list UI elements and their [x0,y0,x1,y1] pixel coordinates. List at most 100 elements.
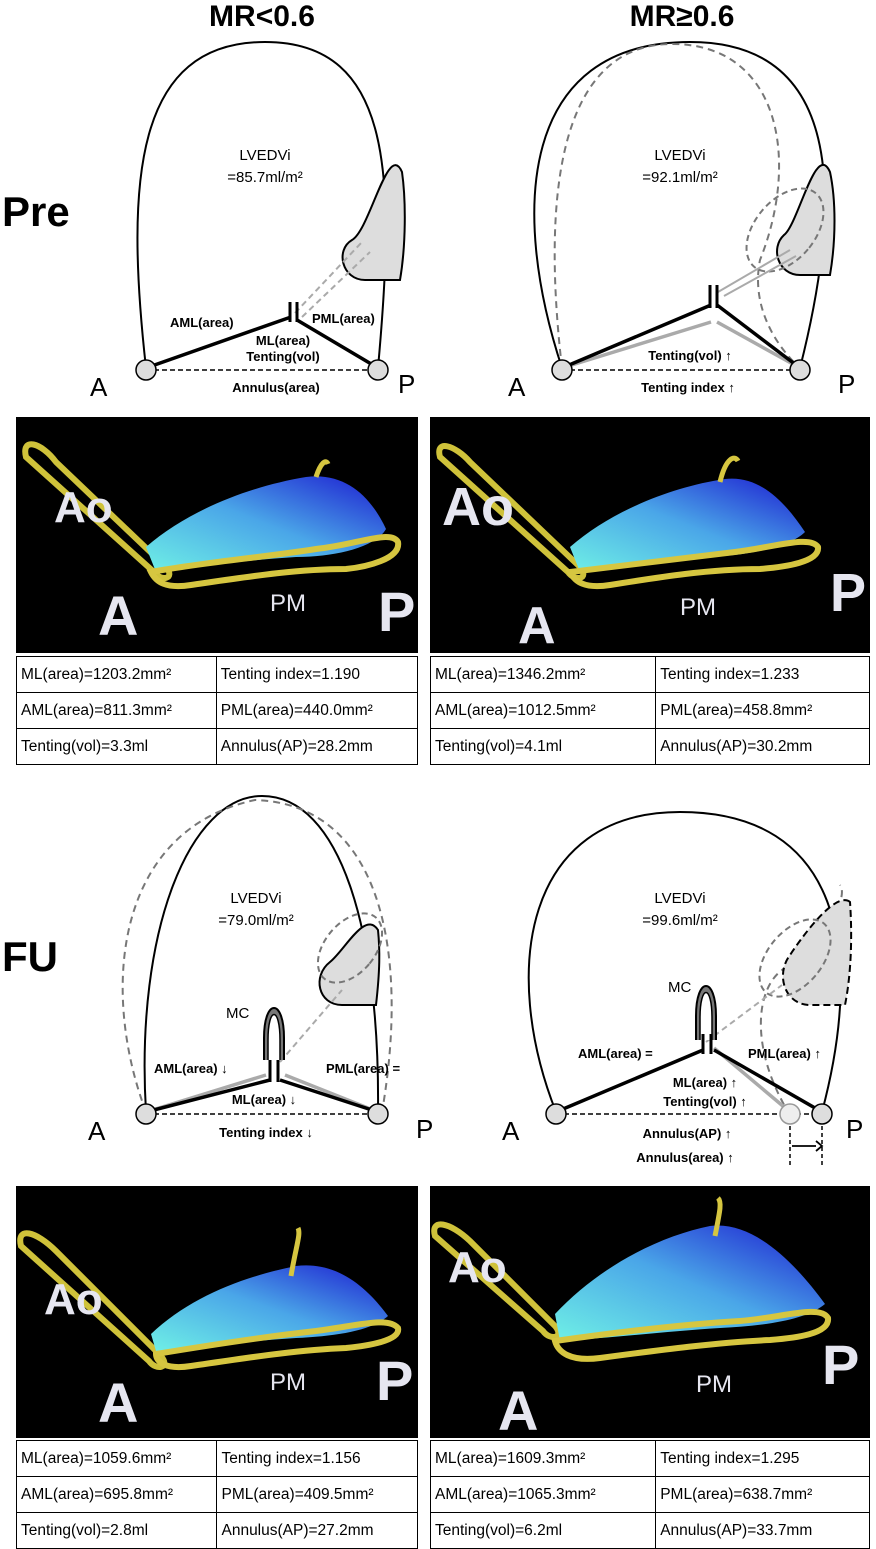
annulus-ring [565,538,821,590]
posterior-leaflet-line [713,1048,823,1114]
aml-label: AML(area) ↓ [154,1061,228,1076]
table-cell: Tenting(vol)=6.2ml [429,1512,657,1549]
lvedvi-label: LVEDVi [230,890,281,907]
table-row: AML(area)=811.3mm² PML(area)=440.0mm² [16,692,419,729]
table-row: AML(area)=1012.5mm² PML(area)=458.8mm² [429,692,870,729]
anterior-point-label: A [90,372,108,402]
table-cell: Tenting index=1.156 [216,1440,418,1477]
table-cell: AML(area)=695.8mm² [15,1476,218,1513]
table-row: Tenting(vol)=4.1ml Annulus(AP)=30.2mm [429,728,870,765]
posterior-annulus-point [789,359,811,381]
anterior-leaflet-line [145,1078,271,1114]
anterior-point-label: A [88,1116,106,1146]
table-cell: ML(area)=1609.3mm² [429,1440,657,1477]
table-row: ML(area)=1346.2mm² Tenting index=1.233 [429,656,870,693]
lvedvi-label: LVEDVi [239,147,290,164]
annulus-area-label: Annulus(area) ↑ [636,1150,734,1165]
table-cell: ML(area)=1203.2mm² [16,656,217,693]
aortic-root [318,923,381,1006]
table-row: ML(area)=1609.3mm² Tenting index=1.295 [429,1440,870,1477]
table-cell: PML(area)=440.0mm² [215,692,419,729]
baseline-anterior-leaflet [561,320,712,370]
papillary-muscle-label: PM [270,1369,306,1396]
lvedvi-value: =99.6ml/m² [642,912,717,929]
table-cell: ML(area)=1346.2mm² [429,656,657,693]
posterior-point-label: P [846,1114,863,1144]
pre-left-ventricle-diagram: LVEDVi =85.7ml/m² AML(area) PML(area) ML… [90,40,415,402]
fu-left-valve-render: Ao A PM P [16,1186,418,1438]
baseline-posterior-leaflet [716,320,801,370]
table-cell: Annulus(AP)=33.7mm [655,1512,870,1549]
posterior-leaflet-line [279,1078,379,1114]
anterior-annulus-point [551,359,573,381]
annulus-label: Annulus(area) [232,380,319,395]
lvedvi-label: LVEDVi [654,147,705,164]
table-cell: Tenting(vol)=4.1ml [429,728,657,765]
pml-label: PML(area) [312,311,375,326]
row-header-pre: Pre [2,188,70,235]
table-row: Tenting(vol)=2.8ml Annulus(AP)=27.2mm [15,1512,418,1549]
posterior-annulus-point [367,359,389,381]
pre-right-ventricle-diagram: LVEDVi =92.1ml/m² Tenting(vol) ↑ Tenting… [508,40,855,402]
table-cell: Tenting index=1.233 [655,656,870,693]
table-cell: Tenting(vol)=3.3ml [16,728,217,765]
papillary-muscle-label: PM [696,1371,732,1398]
ml-label: ML(area) ↑ [673,1075,737,1090]
anterior-annulus-point [135,1103,157,1125]
aorta-label: Ao [442,477,514,537]
posterior-label: P [830,563,866,623]
column-header-mr-low: MR<0.6 [209,0,315,33]
mitral-ring-label: MC [226,1005,249,1022]
table-cell: Tenting(vol)=2.8ml [15,1512,218,1549]
aorta-label: Ao [54,483,113,532]
tenting-index-label: Tenting index ↓ [219,1125,313,1140]
aortic-ring [17,1230,168,1370]
lvedvi-value: =92.1ml/m² [642,169,717,186]
anterior-point-label: A [502,1116,520,1146]
anterior-point-label: A [508,372,526,402]
baseline-ventricle-outline [121,798,393,1113]
anterior-label: A [98,584,138,647]
row-header-fu: FU [2,933,58,980]
pre-left-valve-render: Ao A PM P [16,417,418,653]
table-cell: Annulus(AP)=27.2mm [216,1512,418,1549]
table-cell: AML(area)=811.3mm² [16,692,217,729]
pml-label: PML(area) = [326,1061,400,1076]
pre-right-measurements-table: ML(area)=1346.2mm² Tenting index=1.233 A… [429,656,870,765]
pre-left-measurements-table: ML(area)=1203.2mm² Tenting index=1.190 A… [16,656,419,765]
aortic-root [776,163,836,276]
table-row: AML(area)=695.8mm² PML(area)=409.5mm² [15,1476,418,1513]
anterior-annulus-point [135,359,157,381]
papillary-muscle-label: PM [680,594,716,621]
table-cell: AML(area)=1065.3mm² [429,1476,657,1513]
posterior-point-label: P [838,369,855,399]
anterior-label: A [498,1379,538,1438]
mitral-ring-label: MC [668,979,691,996]
table-row: ML(area)=1203.2mm² Tenting index=1.190 [16,656,419,693]
pre-right-valve-render: Ao A PM P [430,417,870,653]
anterior-annulus-point [545,1103,567,1125]
table-cell: PML(area)=638.7mm² [655,1476,870,1513]
table-row: ML(area)=1059.6mm² Tenting index=1.156 [15,1440,418,1477]
posterior-point-label: P [416,1114,433,1144]
annulus-ap-label: Annulus(AP) ↑ [643,1126,732,1141]
ml-label: ML(area) [256,333,310,348]
table-row: Tenting(vol)=6.2ml Annulus(AP)=33.7mm [429,1512,870,1549]
annulus-ring [551,1308,831,1362]
ml-label: ML(area) ↓ [232,1092,296,1107]
fu-left-measurements-table: ML(area)=1059.6mm² Tenting index=1.156 A… [15,1440,418,1549]
lvedvi-value: =79.0ml/m² [218,912,293,929]
table-row: AML(area)=1065.3mm² PML(area)=638.7mm² [429,1476,870,1513]
anterior-leaflet-line [561,303,712,370]
table-cell: ML(area)=1059.6mm² [15,1440,218,1477]
fu-right-measurements-table: ML(area)=1609.3mm² Tenting index=1.295 A… [429,1440,870,1549]
anterior-label: A [98,1371,138,1434]
anterior-label: A [518,597,556,653]
aml-label: AML(area) = [578,1046,653,1061]
posterior-point-label: P [398,369,415,399]
annulus-ring [146,534,402,590]
anterior-leaflet-line [555,1048,704,1114]
lvedvi-value: =85.7ml/m² [227,169,302,186]
posterior-leaflet-line [296,318,379,370]
aorta-label: Ao [44,1275,103,1324]
